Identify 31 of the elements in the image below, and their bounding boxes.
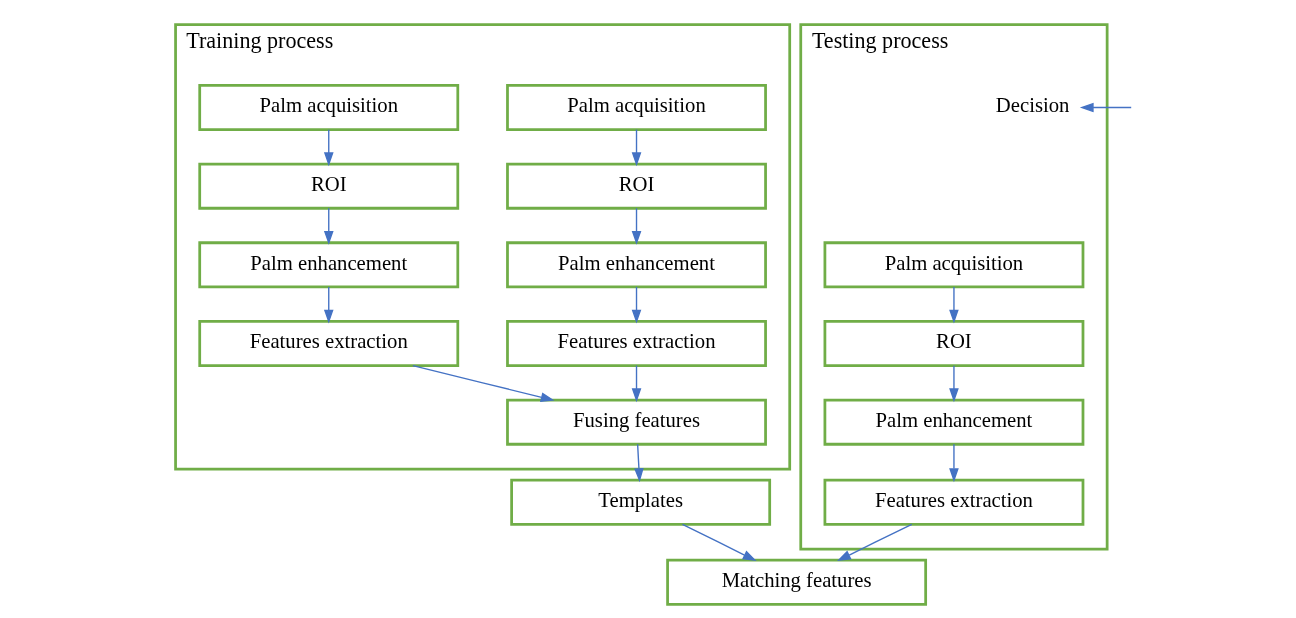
arrow (631, 364, 641, 403)
arrow (631, 207, 641, 245)
arrow (631, 286, 641, 324)
node-box: Palm acquisition (823, 241, 1084, 289)
arrow (948, 364, 959, 403)
arrow (633, 443, 644, 483)
arrow (681, 523, 757, 562)
node-box: Features extraction (197, 320, 459, 367)
node-box: Features extraction (823, 478, 1084, 526)
node-box: Palm enhancement (505, 241, 767, 289)
node-box: Palm acquisition (197, 84, 459, 131)
arrow (323, 128, 334, 167)
node-box: Palm enhancement (197, 241, 459, 289)
node-box: ROI (823, 320, 1084, 367)
arrow (411, 364, 555, 402)
arrow (948, 443, 959, 483)
node-box: Templates (509, 478, 771, 526)
arrow (836, 523, 912, 562)
arrow (948, 286, 959, 324)
node-box: ROI (505, 162, 767, 210)
node-box: Features extraction (505, 320, 767, 367)
node-box: Palm acquisition (505, 84, 767, 131)
node-box: Matching features (665, 558, 927, 606)
node-box: ROI (197, 162, 459, 210)
arrow (631, 128, 641, 167)
node-box: Fusing features (505, 398, 767, 446)
node-text: Decision (995, 94, 1069, 117)
arrow (323, 286, 334, 324)
arrow (1079, 102, 1132, 113)
arrow (323, 207, 334, 245)
node-box: Palm enhancement (823, 398, 1084, 446)
